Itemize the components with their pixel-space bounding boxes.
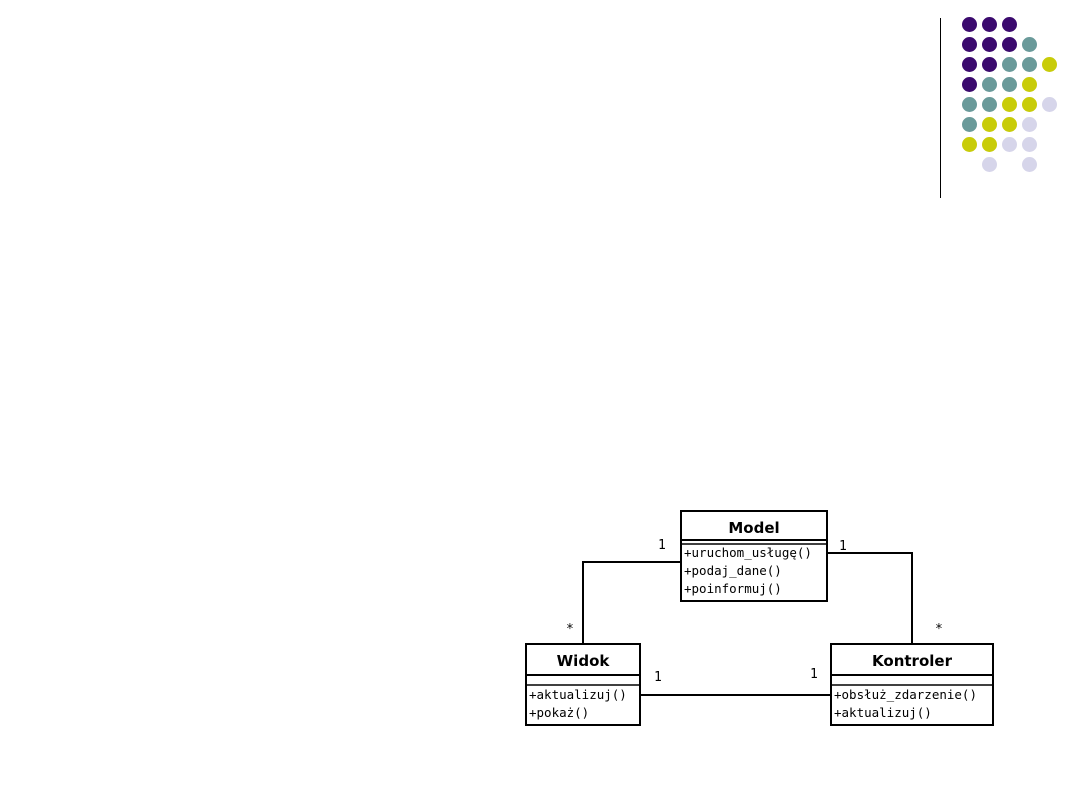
decorative-dot (1002, 57, 1017, 72)
decorative-dot (982, 97, 997, 112)
decorative-divider (940, 18, 941, 198)
decorative-dot (982, 77, 997, 92)
decorative-dot (982, 37, 997, 52)
decorative-dot (962, 117, 977, 132)
class-widok: Widok +aktualizuj() +pokaż() (525, 643, 641, 726)
decorative-dot (1042, 97, 1057, 112)
decorative-dot (1022, 117, 1037, 132)
decorative-dot (962, 17, 977, 32)
multiplicity-model-widok-widok-end: * (566, 622, 574, 637)
class-model-method: +podaj_dane() (684, 563, 782, 578)
decorative-dot (1022, 77, 1037, 92)
decorative-dot (982, 117, 997, 132)
decorative-dot (962, 137, 977, 152)
class-kontroler: Kontroler +obsłuż_zdarzenie() +aktualizu… (830, 643, 994, 726)
class-model-name: Model (728, 519, 779, 537)
decorative-dot (982, 137, 997, 152)
class-widok-method: +pokaż() (529, 705, 589, 720)
multiplicity-model-widok-model-end: 1 (658, 538, 666, 553)
multiplicity-model-kontroler-kontroler-end: * (935, 622, 943, 637)
decorative-dot (1022, 37, 1037, 52)
decorative-dot (962, 77, 977, 92)
decorative-dot (982, 17, 997, 32)
multiplicity-model-kontroler-model-end: 1 (839, 539, 847, 554)
decorative-dot (1002, 17, 1017, 32)
multiplicity-widok-kontroler-widok-end: 1 (654, 670, 662, 685)
class-widok-method: +aktualizuj() (529, 687, 627, 702)
decorative-dot (982, 57, 997, 72)
decorative-dot (1042, 57, 1057, 72)
decorative-dot (962, 37, 977, 52)
decorative-dot (1002, 97, 1017, 112)
decorative-dot (982, 157, 997, 172)
class-kontroler-method: +obsłuż_zdarzenie() (834, 687, 977, 702)
class-model: Model +uruchom_usługę() +podaj_dane() +p… (680, 510, 828, 602)
decorative-dot (1002, 77, 1017, 92)
multiplicity-widok-kontroler-kontroler-end: 1 (810, 667, 818, 682)
decorative-dot (1022, 97, 1037, 112)
decorative-dot (1022, 57, 1037, 72)
decorative-dot (962, 97, 977, 112)
decorative-dot (1022, 157, 1037, 172)
association-model-widok (582, 561, 681, 644)
decorative-dot (1002, 137, 1017, 152)
decorative-dot (962, 57, 977, 72)
class-widok-name: Widok (557, 652, 611, 670)
class-model-method: +uruchom_usługę() (684, 545, 812, 560)
decorative-dot (1002, 37, 1017, 52)
decorative-dot (1002, 117, 1017, 132)
class-kontroler-method: +aktualizuj() (834, 705, 932, 720)
decorative-dot (1022, 137, 1037, 152)
class-model-method: +poinformuj() (684, 581, 782, 596)
class-kontroler-name: Kontroler (872, 652, 953, 670)
association-model-kontroler (827, 552, 913, 644)
